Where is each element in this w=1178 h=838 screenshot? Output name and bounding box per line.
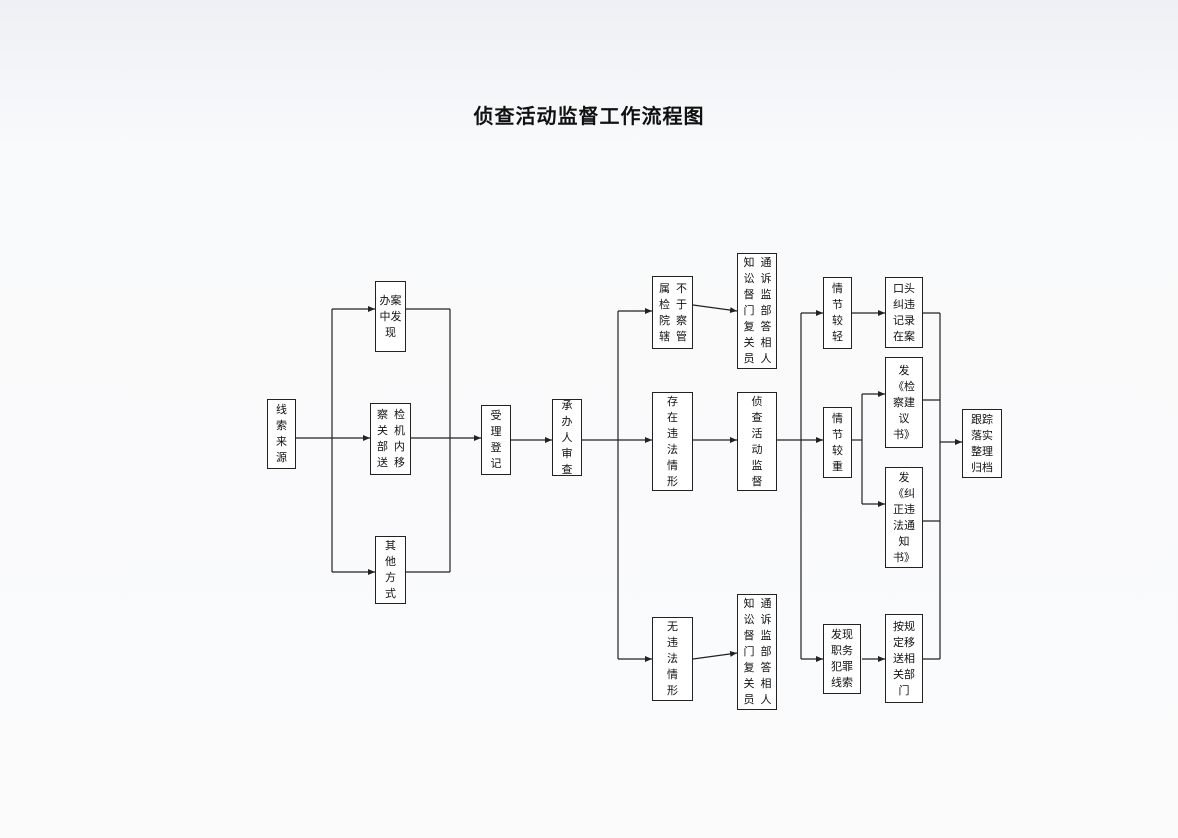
node-notify-bottom: 知通 讼诉 督监 门部 复答 关相 员人	[737, 594, 777, 710]
node-correction-notice: 发 《纠 正违 法通 知 书》	[885, 467, 923, 568]
node-internal-transfer: 察检 关机 部内 送移	[370, 403, 411, 475]
node-investigation-supervision: 侦 查 活 动 监 督	[737, 392, 777, 491]
node-track-archive: 跟踪 落实 整理 归档	[962, 409, 1002, 478]
arrow-to-notify-bottom	[692, 650, 738, 660]
node-handler-review: 承 办 人 审 查	[552, 399, 582, 476]
node-oral-correction: 口头 纠违 记录 在案	[885, 277, 923, 348]
node-violation-exists: 存 在 违 法 情 形	[652, 392, 693, 491]
node-serious-case: 情 节 较 重	[823, 407, 852, 478]
node-not-jurisdiction: 属不 检于 院察 辖管	[652, 276, 693, 349]
page-title: 侦查活动监督工作流程图	[473, 104, 705, 128]
node-no-violation: 无 违 法 情 形	[652, 617, 693, 701]
node-crime-clue: 发现 职务 犯罪 线索	[823, 624, 861, 694]
node-transfer-department: 按规 定移 送相 关部 门	[885, 614, 923, 703]
node-minor-case: 情 节 较 轻	[823, 277, 852, 349]
node-accept-register: 受 理 登 记	[481, 405, 511, 475]
node-found-in-case: 办案 中发 现	[375, 281, 406, 352]
node-procuratorial-suggestion: 发 《检 察建 议 书》	[885, 357, 923, 448]
node-clue-source: 线 索 来 源	[267, 399, 296, 469]
node-other-methods: 其 他 方 式	[375, 536, 406, 604]
node-notify-top: 知通 讼诉 督监 门部 复答 关相 员人	[737, 253, 777, 369]
arrow-to-notify-top	[692, 304, 738, 314]
